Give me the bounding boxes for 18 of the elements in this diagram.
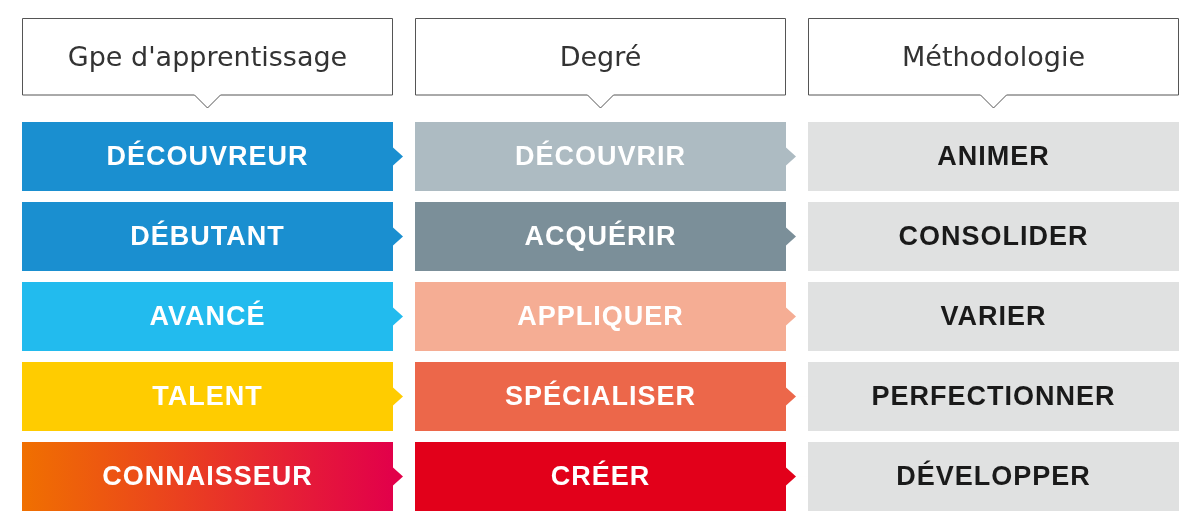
bar-label: DÉCOUVRIR [515,141,686,172]
bar-label: DÉBUTANT [130,221,285,252]
bar-label: CONSOLIDER [898,221,1089,252]
bar-label: TALENT [152,381,263,412]
bar-label: APPLIQUER [517,301,684,332]
bar-label: DÉCOUVREUR [106,141,309,172]
bar-label: CONNAISSEUR [102,461,313,492]
bar-label: SPÉCIALISER [504,381,696,412]
bar-label: AVANCÉ [149,301,266,332]
bar-label: ACQUÉRIR [524,221,677,252]
bar-label: CRÉER [550,461,651,492]
bar-label: DÉVELOPPER [896,461,1091,492]
column-heading: Gpe d'apprentissage [67,40,348,72]
bar-label: VARIER [940,301,1047,332]
bar-label: ANIMER [937,141,1050,172]
column-heading: Degré [559,40,642,72]
column-heading: Méthodologie [901,40,1086,72]
bar-label: PERFECTIONNER [871,381,1116,412]
